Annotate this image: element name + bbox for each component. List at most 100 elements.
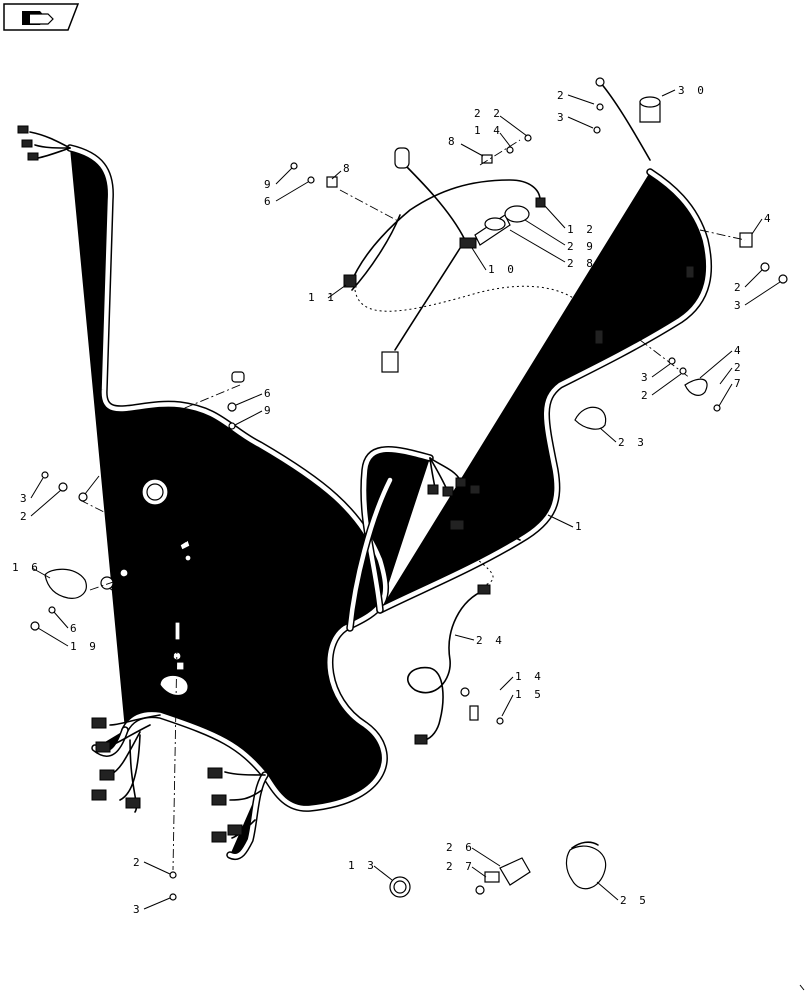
callout-14: 1 4 — [499, 670, 544, 691]
relay-16 — [30, 568, 129, 631]
svg-text:6: 6 — [70, 622, 80, 635]
callout-13: 1 3 — [348, 859, 393, 881]
harness-24 — [407, 539, 504, 745]
svg-text:2: 2 — [137, 642, 147, 655]
svg-text:2 1: 2 1 — [200, 514, 229, 527]
svg-text:3: 3 — [734, 299, 744, 312]
callout-23: 2 3 — [599, 427, 647, 449]
svg-text:5: 5 — [131, 452, 141, 465]
bottom-parts — [389, 841, 607, 898]
clip-6-9 — [179, 371, 245, 430]
svg-text:1 5: 1 5 — [515, 688, 544, 701]
right-side-parts — [574, 77, 788, 430]
svg-text:3: 3 — [20, 492, 30, 505]
callout-3: 3 — [734, 281, 781, 312]
svg-text:2: 2 — [133, 856, 143, 869]
svg-text:2: 2 — [734, 361, 744, 374]
callout-20: 2 0 — [128, 661, 177, 674]
svg-text:1: 1 — [575, 520, 585, 533]
callout-9: 9 — [234, 404, 274, 426]
callout-9: 9 — [124, 575, 147, 596]
svg-text:7: 7 — [734, 377, 744, 390]
svg-text:1 3: 1 3 — [348, 859, 377, 872]
svg-text:9: 9 — [264, 404, 274, 417]
callout-3: 3 — [557, 111, 594, 129]
top-left-connectors — [17, 125, 71, 161]
svg-text:1 1: 1 1 — [308, 291, 337, 304]
callout-8: 8 — [331, 162, 353, 180]
svg-text:2 4: 2 4 — [476, 634, 505, 647]
callout-2: 2 — [20, 489, 62, 523]
svg-text:9: 9 — [137, 583, 147, 596]
callout-2: 2 — [719, 361, 744, 385]
svg-text:2 6: 2 6 — [446, 841, 475, 854]
callout-24: 2 4 — [454, 634, 505, 647]
svg-text:2: 2 — [557, 89, 567, 102]
callout-10: 1 0 — [471, 247, 517, 276]
svg-text:2: 2 — [641, 389, 651, 402]
svg-text:3: 3 — [641, 371, 651, 384]
callout-28: 2 8 — [509, 229, 596, 270]
svg-text:2 3: 2 3 — [618, 436, 647, 449]
callout-22: 2 2 — [474, 107, 528, 137]
clip-20 — [159, 621, 189, 901]
left-fastener-chain — [41, 471, 192, 562]
svg-text:4: 4 — [764, 212, 774, 225]
callout-6: 6 — [235, 387, 274, 406]
callout-3: 3 — [641, 363, 671, 384]
svg-text:1 7: 1 7 — [101, 468, 130, 481]
callout-16: 1 6 — [12, 561, 51, 579]
callout-11: 1 1 — [308, 284, 347, 304]
svg-text:1 8: 1 8 — [137, 599, 166, 612]
callout-7: 7 — [189, 531, 210, 557]
svg-text:1 0: 1 0 — [488, 263, 517, 276]
callout-2: 2 — [641, 373, 682, 402]
callout-18: 1 8 — [108, 587, 166, 612]
flag-arrow-icon[interactable] — [3, 3, 80, 31]
center-connector-cluster — [427, 457, 521, 541]
callout-9: 9 — [264, 167, 293, 191]
callout-30: 3 0 — [661, 84, 707, 97]
svg-text:3: 3 — [133, 903, 143, 916]
callout-3: 3 — [133, 897, 171, 916]
callout-4: 4 — [751, 212, 774, 235]
main-harness — [70, 148, 708, 856]
svg-text:7: 7 — [200, 531, 210, 544]
callout-3: 3 — [20, 477, 44, 505]
callout-14: 1 4 — [474, 124, 511, 147]
svg-text:7: 7 — [197, 599, 207, 612]
upper-sub-harness — [290, 134, 604, 373]
callout-12: 1 2 — [544, 205, 593, 236]
corner-mark — [799, 984, 805, 991]
svg-text:2 7: 2 7 — [446, 860, 475, 873]
callout-7: 7 — [179, 599, 207, 621]
svg-text:1 4: 1 4 — [515, 670, 544, 683]
callout-2: 2 — [557, 89, 595, 105]
callout-17: 1 7 — [84, 468, 130, 495]
round-connector-5 — [139, 444, 220, 533]
svg-text:2 5: 2 5 — [620, 894, 649, 907]
callout-2: 2 — [133, 856, 171, 875]
svg-text:1 6: 1 6 — [12, 561, 41, 574]
svg-text:2 2: 2 2 — [474, 107, 503, 120]
svg-text:2: 2 — [734, 281, 744, 294]
svg-text:9: 9 — [264, 178, 274, 191]
svg-text:6: 6 — [264, 195, 274, 208]
svg-text:1 4: 1 4 — [474, 124, 503, 137]
callout-5: 5 — [131, 452, 153, 479]
svg-text:3: 3 — [557, 111, 567, 124]
svg-text:6: 6 — [264, 387, 274, 400]
callout-4: 4 — [699, 344, 744, 379]
svg-text:8: 8 — [343, 162, 353, 175]
svg-text:3 0: 3 0 — [678, 84, 707, 97]
callout-19: 1 9 — [37, 627, 96, 653]
callout-8: 8 — [448, 135, 484, 157]
svg-text:8: 8 — [448, 135, 458, 148]
callout-6: 6 — [53, 611, 80, 635]
callout-6: 6 — [264, 181, 309, 208]
lower-left-connector-branch — [91, 714, 266, 843]
callout-29: 2 9 — [524, 219, 593, 253]
svg-text:2 8: 2 8 — [567, 257, 596, 270]
svg-text:4: 4 — [734, 344, 744, 357]
